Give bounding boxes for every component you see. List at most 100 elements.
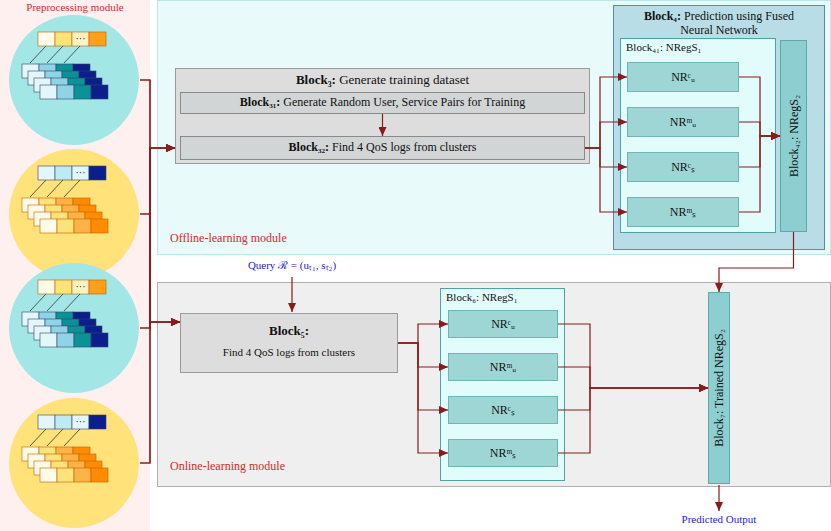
annotation-label: Predicted Output — [664, 513, 774, 526]
projection-line — [30, 46, 46, 63]
flow-arrow — [140, 148, 175, 214]
box-label: Block₃₁: Generate Random User, Service P… — [181, 95, 584, 109]
flow-arrow — [719, 232, 794, 292]
box-label: NRᶜₛ — [628, 160, 738, 174]
text-emphasis: Block₅: — [269, 323, 309, 338]
matrix-cell — [38, 415, 55, 429]
box-label: Find 4 QoS logs from clusters — [181, 346, 397, 359]
flow-arrow — [398, 343, 448, 410]
text-slot: Offline-learning module — [170, 231, 390, 245]
text-slot: Block₅: — [181, 323, 397, 339]
box-label: NRᶜᵤ — [628, 70, 738, 84]
box-label: ··· — [72, 32, 89, 46]
matrix-cell — [57, 85, 74, 99]
matrix-cell — [55, 166, 72, 180]
process-box: Block₃: Generate training datasetBlock₃₁… — [175, 68, 590, 164]
projection-line — [64, 294, 80, 311]
process-box: Block₃₁: Generate Random User, Service P… — [180, 92, 585, 114]
projection-line — [47, 180, 63, 197]
flow-arrow — [558, 367, 708, 388]
box-label: Block₄: Prediction using Fused Neural Ne… — [644, 9, 794, 38]
flow-arrow — [739, 77, 780, 136]
text-slot: ··· — [72, 415, 89, 429]
text-slot: ··· — [72, 32, 89, 46]
matrix-illustration — [8, 262, 140, 394]
circle-ground — [9, 263, 139, 393]
text-emphasis: Block₃: — [296, 72, 336, 87]
pointer-arrow — [291, 277, 292, 312]
text-slot: ··· — [72, 280, 89, 294]
matrix-cell — [89, 32, 106, 46]
matrix-cell — [57, 219, 74, 233]
text-run: Find 4 QoS logs from clusters — [329, 140, 476, 154]
regressor-box: NRᶜᵤ — [448, 310, 558, 338]
box-label: ··· — [72, 280, 89, 294]
text-slot: Block₆: NRegS₁ — [446, 291, 560, 304]
text-slot: NRᶜᵤ — [628, 70, 738, 84]
matrix-illustration — [8, 397, 140, 529]
matrix-cell — [38, 32, 55, 46]
matrix-cell — [91, 85, 108, 99]
flow-arrow — [398, 343, 448, 453]
projection-line — [64, 429, 80, 446]
fusion-box: Block₇: Trained NRegS₂ — [708, 292, 730, 484]
matrix-cell — [40, 333, 57, 347]
text-slot: Block₄₂: NRegS₂ — [786, 95, 800, 177]
flow-arrow — [140, 322, 180, 463]
flow-arrow — [739, 136, 780, 212]
box-label: NRᵐₛ — [449, 446, 557, 460]
matrix-cell — [91, 219, 108, 233]
flow-arrow — [739, 136, 780, 167]
matrix-cell — [91, 333, 108, 347]
box-label: ··· — [72, 415, 89, 429]
matrix-cell — [40, 219, 57, 233]
text-slot: Preprocessing module — [0, 1, 150, 14]
flow-arrow — [140, 214, 180, 322]
circle-ground — [9, 15, 139, 145]
box-label: NRᵐᵤ — [449, 360, 557, 374]
network-group: Block₆: NRegS₁ NRᶜᵤNRᵐᵤNRᶜₛNRᵐₛ — [440, 288, 565, 481]
text-emphasis: Block₃₁: — [240, 95, 281, 109]
matrix-cell — [74, 333, 91, 347]
box-label: Preprocessing module — [0, 1, 150, 14]
regressor-box: NRᶜₛ — [627, 152, 739, 182]
text-slot: Block₃: Generate training dataset — [176, 72, 589, 88]
text-slot: Block₇: Trained NRegS₂ — [712, 329, 726, 447]
text-run: Generate Random User, Service Pairs for … — [280, 95, 525, 109]
fusion-box: Block₄₂: NRegS₂ — [780, 40, 807, 232]
text-emphasis: Block₃₂: — [289, 140, 330, 154]
network-group: Block₄₁: NRegS₁NRᶜᵤNRᵐᵤNRᶜₛNRᵐₛ — [620, 38, 776, 233]
matrix-cell — [91, 468, 108, 482]
matrix-cell — [57, 468, 74, 482]
projection-line — [47, 294, 63, 311]
box-label: ··· — [72, 166, 89, 180]
regressor-box: NRᶜᵤ — [627, 62, 739, 92]
matrix-illustration — [8, 148, 140, 280]
data-circle: ··· — [8, 262, 140, 394]
text-slot: NRᵐᵤ — [628, 115, 738, 129]
flow-arrow — [585, 148, 627, 212]
regressor-box: NRᵐₛ — [627, 197, 739, 227]
text-slot: Block₄: Prediction using Fused Neural Ne… — [644, 9, 794, 38]
box-label: NRᶜₛ — [449, 403, 557, 417]
matrix-cell — [57, 333, 74, 347]
text-run: Generate training dataset — [336, 72, 469, 87]
regressor-box: NRᵐᵤ — [627, 107, 739, 137]
text-slot: NRᵐᵤ — [449, 360, 557, 374]
flow-arrow — [558, 388, 708, 410]
box-label: Block₃₂: Find 4 QoS logs from clusters — [181, 140, 584, 154]
regressor-box: NRᵐᵤ — [448, 353, 558, 381]
matrix-cell — [55, 415, 72, 429]
box-label: Offline-learning module — [170, 231, 390, 245]
matrix-cell — [74, 468, 91, 482]
flow-arrow — [140, 80, 180, 322]
text-slot: Block₃₁: Generate Random User, Service P… — [181, 95, 584, 109]
box-label: Block₃: Generate training dataset — [176, 72, 589, 88]
projection-line — [30, 294, 46, 311]
flow-arrow — [398, 343, 448, 367]
flow-arrow — [585, 148, 627, 167]
matrix-cell — [74, 85, 91, 99]
text-slot: NRᵐₛ — [449, 446, 557, 460]
pointer-arrow — [718, 485, 719, 511]
flow-arrow — [558, 388, 708, 453]
